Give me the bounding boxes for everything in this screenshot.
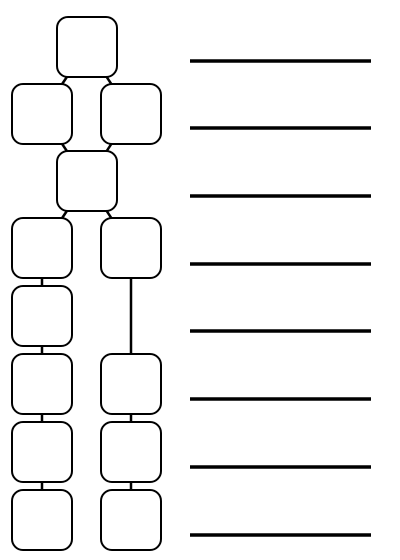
tree-box-left-6[interactable]	[11, 489, 73, 551]
tree-box-right-1[interactable]	[100, 83, 162, 145]
tree-box-left-1[interactable]	[11, 83, 73, 145]
tree-box-top[interactable]	[56, 16, 118, 78]
tree-box-left-5[interactable]	[11, 421, 73, 483]
tree-box-right-5[interactable]	[100, 421, 162, 483]
tree-box-left-3[interactable]	[11, 285, 73, 347]
tree-box-left-4[interactable]	[11, 353, 73, 415]
tree-box-middle[interactable]	[56, 150, 118, 212]
tree-box-left-2[interactable]	[11, 217, 73, 279]
tree-box-right-2[interactable]	[100, 217, 162, 279]
tree-box-right-4[interactable]	[100, 353, 162, 415]
tree-box-right-6[interactable]	[100, 489, 162, 551]
